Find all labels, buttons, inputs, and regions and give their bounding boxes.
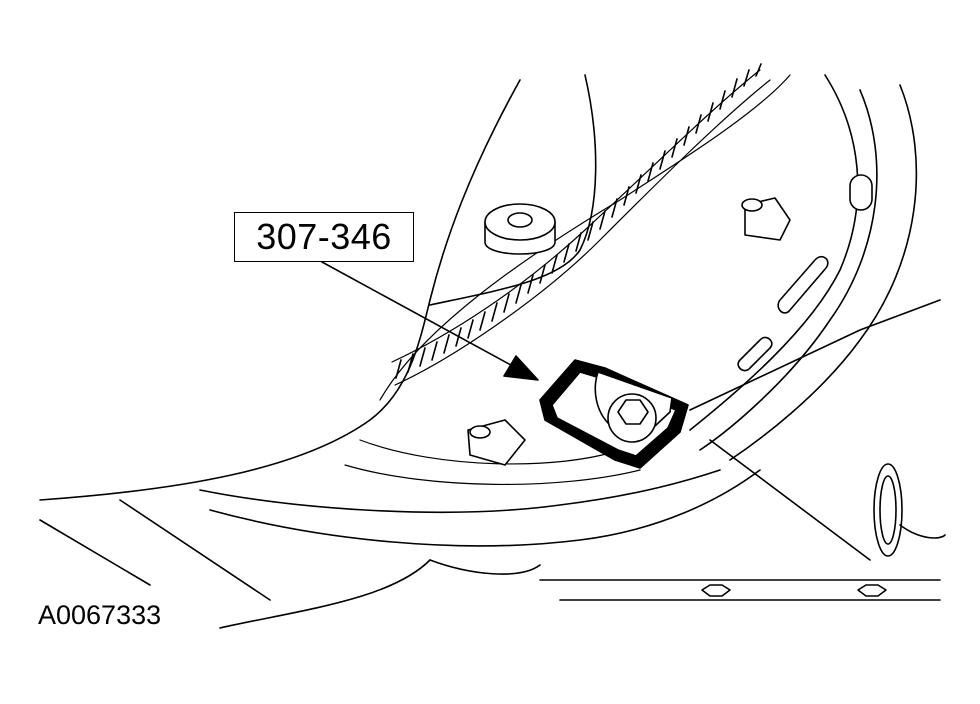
lower-housing-line (39, 499, 541, 601)
tool-callout-box: 307-346 (234, 212, 414, 262)
ring-gear-inner-edge (394, 79, 771, 386)
flywheel-ring-3 (344, 464, 641, 485)
right-flange (699, 84, 918, 461)
housing-right-rim (689, 74, 859, 431)
lower-pan-edge (199, 469, 721, 514)
ring-gear-teeth (395, 63, 762, 379)
pan-bolts (701, 584, 887, 597)
lower-housing-line-2 (219, 559, 431, 629)
flywheel-ring-2 (359, 439, 621, 465)
dowel-pin-upper (741, 197, 791, 241)
housing-upper-edge (429, 74, 597, 306)
special-tool-307-346 (539, 359, 689, 469)
lower-pan-edge-2 (209, 469, 761, 547)
ring-gear-outer-edge (391, 69, 761, 363)
dowel-pin-lower (467, 419, 526, 466)
housing-diagonal (689, 299, 941, 561)
tool-callout-label: 307-346 (256, 216, 392, 257)
oil-pan-rail (539, 579, 941, 601)
mounting-boss (484, 203, 556, 255)
callout-leader-line (321, 261, 521, 371)
housing-outline (39, 79, 521, 501)
figure-id-label: A0067333 (38, 600, 162, 630)
callout-arrowhead (503, 355, 539, 381)
sensor-port (873, 463, 946, 557)
